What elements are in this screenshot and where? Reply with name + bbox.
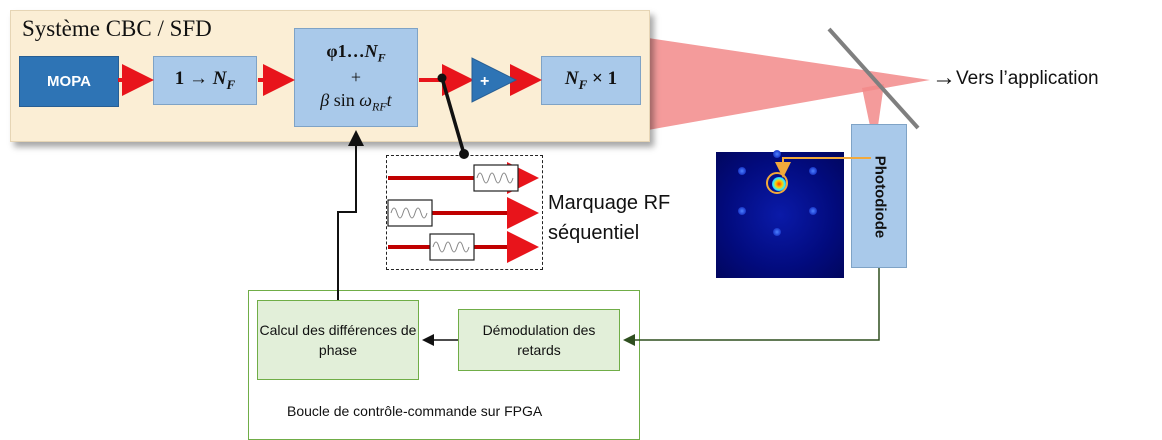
demodulation-block: Démodulation des retards — [458, 309, 620, 371]
rf-marking-line-1: Marquage RF — [548, 192, 671, 214]
splitter-text: 1 → NF — [174, 68, 236, 92]
reflected-beam — [862, 84, 884, 126]
amplifier-plus: + — [480, 73, 489, 90]
phase-plus: + — [350, 66, 362, 87]
mopa-block: MOPA — [19, 56, 119, 107]
phase-line-1: φ1…NF — [326, 40, 386, 65]
spot — [809, 207, 817, 215]
phase-modulator-block: φ1…NF + β sin ωRFt — [294, 28, 418, 127]
splitter-block: 1 → NF — [153, 56, 257, 105]
spot — [738, 207, 746, 215]
rf-marker-3 — [429, 233, 475, 261]
spot — [809, 167, 817, 175]
photodiode-block: Photodiode — [851, 124, 907, 268]
amplifier-icon — [471, 57, 518, 103]
beam-splitter — [827, 27, 920, 130]
rf-marking-line-2: séquentiel — [548, 222, 640, 244]
phase-difference-block: Calcul des différences de phase — [257, 300, 419, 380]
output-label: Vers l’application — [956, 68, 1099, 89]
system-title: Système CBC / SFD — [22, 16, 212, 41]
rf-marking-label: Marquage RF séquentiel — [548, 188, 670, 248]
spot — [738, 167, 746, 175]
combiner-block: NF × 1 — [541, 56, 641, 105]
combiner-text: NF × 1 — [564, 68, 618, 92]
photodiode-to-camera-line — [775, 157, 871, 178]
fpga-loop-label: Boucle de contrôle-commande sur FPGA — [287, 403, 543, 419]
phase-line-3: β sin ωRFt — [320, 90, 392, 114]
rf-marker-2 — [387, 199, 433, 227]
spot — [773, 228, 781, 236]
laser-beam — [648, 38, 930, 130]
output-arrow-icon: → — [932, 64, 956, 91]
tap-line — [440, 77, 466, 155]
feedback-line — [337, 130, 364, 300]
tap-end-point — [459, 149, 469, 159]
rf-marker-1 — [473, 164, 519, 192]
photodiode-to-demod-line — [623, 268, 880, 346]
spot — [773, 150, 781, 158]
